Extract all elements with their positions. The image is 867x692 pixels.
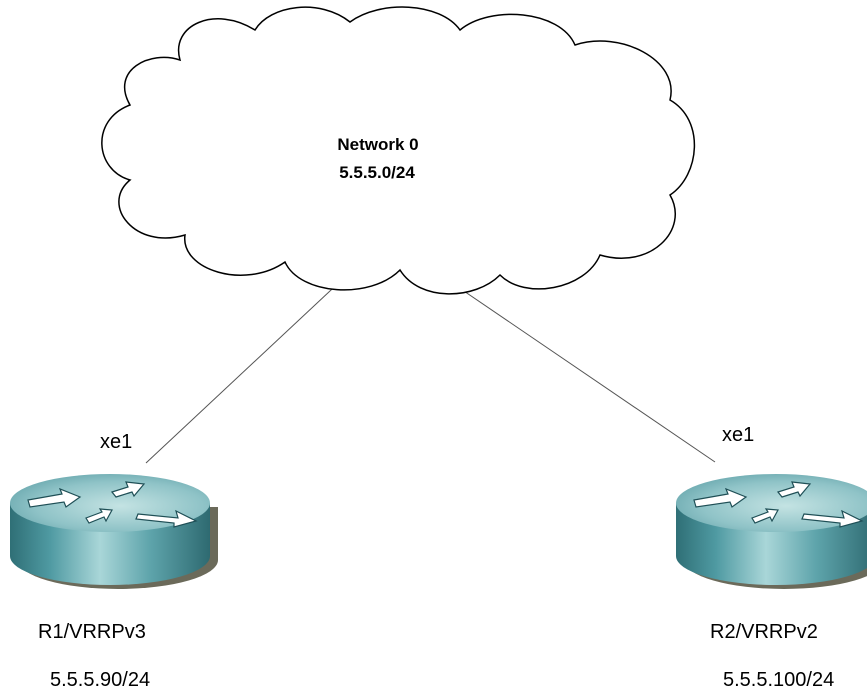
network-name: Network 0 xyxy=(337,135,418,154)
r1-address-label: 5.5.5.90/24 xyxy=(50,669,150,691)
r2-name-label: R2/VRRPv2 xyxy=(710,621,818,643)
router-icon xyxy=(675,473,867,590)
link-r2-network xyxy=(432,269,716,463)
r2-interface-label: xe1 xyxy=(722,424,754,446)
r1-interface-label: xe1 xyxy=(100,431,132,453)
network-subnet: 5.5.5.0/24 xyxy=(339,163,415,182)
router-r1[interactable]: xe1 R1/VRRPv3 5.5.5.90/24 xyxy=(9,431,219,691)
r1-name-label: R1/VRRPv3 xyxy=(38,621,146,643)
link-r1-network xyxy=(145,275,347,464)
router-icon xyxy=(9,473,219,590)
r2-address-label: 5.5.5.100/24 xyxy=(723,669,834,691)
network-cloud: Network 0 5.5.5.0/24 xyxy=(101,6,696,295)
router-r2[interactable]: xe1 R2/VRRPv2 5.5.5.100/24 xyxy=(675,424,867,691)
